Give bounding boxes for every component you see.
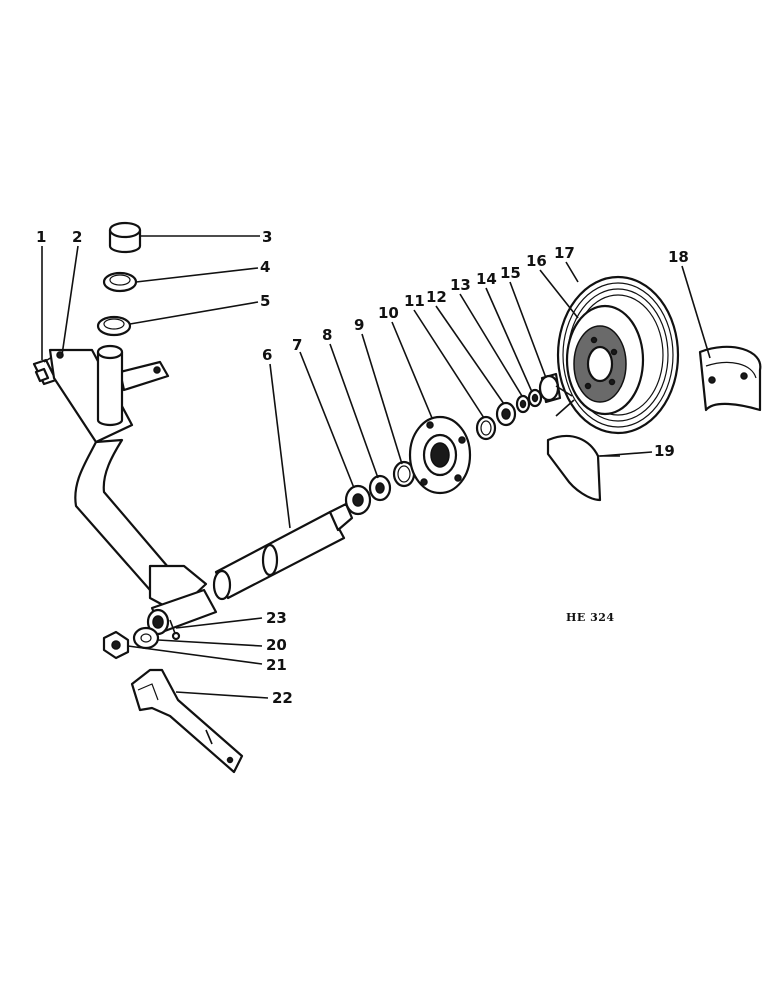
- callout-4: 4: [260, 258, 270, 276]
- part-18-wheel-weight: [698, 345, 762, 412]
- part-4-ring: [102, 271, 138, 293]
- callout-20: 20: [266, 636, 287, 654]
- callout-8: 8: [322, 326, 332, 344]
- callout-19: 19: [654, 442, 675, 460]
- part-22-fork-plate: [130, 668, 244, 774]
- callout-18: 18: [668, 248, 689, 266]
- part-16-wheel-rim: [573, 325, 627, 403]
- callout-1: 1: [36, 228, 46, 246]
- callout-11: 11: [404, 292, 425, 310]
- callout-22: 22: [272, 689, 293, 707]
- part-3-bushing: [108, 221, 142, 254]
- part-2-spindle-arm: [48, 344, 218, 636]
- drawing-code: HE 324: [566, 611, 615, 624]
- part-12-bearing-cone: [495, 401, 517, 427]
- part-13-washer: [515, 394, 531, 414]
- callout-21: 21: [266, 656, 287, 674]
- callout-numbers: 1 2 3 4 5 6 7 8 9 10 11 12 13 14 15 16 1…: [36, 228, 689, 707]
- part-10-hub: [408, 415, 472, 495]
- callout-15: 15: [500, 264, 521, 282]
- part-8-bearing-cone: [368, 474, 392, 502]
- callout-7: 7: [292, 336, 302, 354]
- callout-9: 9: [354, 316, 364, 334]
- callout-23: 23: [266, 609, 287, 627]
- callout-2: 2: [72, 228, 82, 246]
- callout-16: 16: [526, 252, 547, 270]
- part-19-wheel-weight: [546, 435, 620, 502]
- part-20-washer: [132, 626, 160, 650]
- part-5-ring: [96, 315, 132, 337]
- callout-13: 13: [450, 276, 471, 294]
- callout-6: 6: [262, 346, 272, 364]
- callout-5: 5: [260, 292, 270, 310]
- callout-10: 10: [378, 304, 399, 322]
- part-14-nut: [527, 388, 543, 408]
- part-15-hub-cap: [538, 372, 562, 404]
- part-23-pin: [169, 619, 181, 641]
- part-21-nut: [102, 630, 130, 660]
- callout-3: 3: [262, 228, 272, 246]
- leader-lines: [41, 235, 711, 699]
- part-7-seal: [344, 484, 372, 516]
- part-11-bearing-cup: [475, 415, 497, 441]
- callout-14: 14: [476, 270, 497, 288]
- part-6-spindle-shaft: [212, 502, 354, 601]
- callout-12: 12: [426, 288, 447, 306]
- callout-17: 17: [554, 244, 575, 262]
